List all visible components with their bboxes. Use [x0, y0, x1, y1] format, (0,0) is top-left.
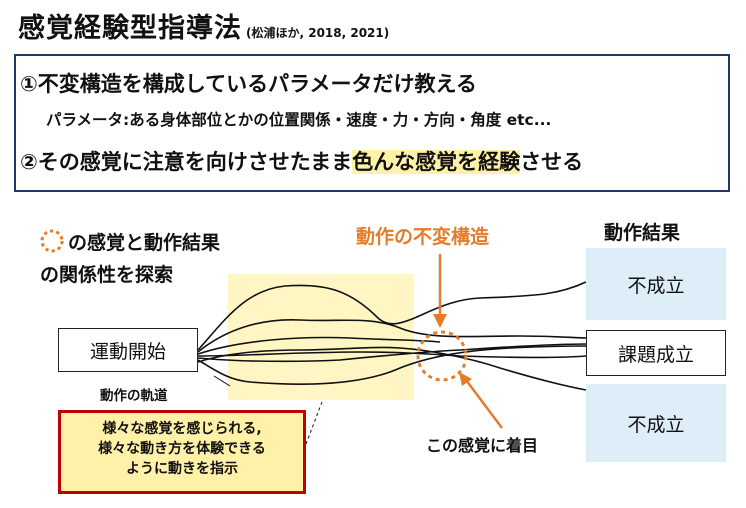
result-success-box: 課題成立: [586, 330, 726, 376]
trajectory-line-1: [197, 281, 587, 351]
title-reference: (松浦ほか, 2018, 2021): [246, 26, 390, 40]
principle-1: ①不変構造を構成しているパラメータだけ教える: [20, 72, 477, 96]
principle-2-before: ②その感覚に注意を向けさせたまま: [20, 150, 353, 174]
result-header: 動作結果: [604, 222, 681, 244]
principle-1-parameters: パラメータ:ある身体部位とかの位置関係・速度・力・方向・角度 etc...: [46, 111, 552, 129]
invariant-arrow-head: [433, 314, 447, 328]
instruction-line: 様々な動き方を体験できる: [98, 441, 266, 457]
sensation-marker-icon: [40, 229, 64, 253]
trajectory-label: 動作の軌道: [100, 388, 168, 404]
trajectory-line-5: [197, 343, 587, 363]
invariant-structure-label: 動作の不変構造: [356, 226, 490, 248]
trajectory-line-6: [197, 345, 587, 385]
focus-label: この感覚に着目: [426, 436, 539, 455]
focus-arrow: [465, 379, 503, 429]
principles-box: [14, 54, 730, 192]
focus-arrow-head: [459, 372, 472, 386]
principle-2-after: させる: [520, 150, 584, 174]
trajectory-pointer: [213, 375, 231, 387]
title-text: 感覚経験型指導法: [18, 13, 242, 44]
trajectory-line-7: [197, 346, 587, 391]
principle-2-highlight: 色んな感覚を経験: [352, 150, 521, 174]
start-box: 運動開始: [58, 328, 198, 372]
explore-label-line2: の関係性を探索: [40, 264, 174, 286]
instruction-line: ように動きを指示: [126, 461, 238, 477]
explore-label-line1: の感覚と動作結果: [68, 232, 221, 254]
instruction-box: 様々な感覚を感じられる, 様々な動き方を体験できる ように動きを指示: [58, 410, 306, 494]
instruction-line: 様々な感覚を感じられる,: [102, 421, 262, 437]
trajectory-line-3: [197, 336, 441, 355]
principle-2: ②その感覚に注意を向けさせたまま色んな感覚を経験させる: [20, 146, 583, 176]
instruction-pointer: [305, 401, 323, 445]
result-bottom-box: 不成立: [586, 384, 726, 462]
trajectory-line-2: [197, 318, 587, 353]
result-top-box: 不成立: [586, 248, 726, 320]
focus-circle: [416, 330, 468, 382]
page-title: 感覚経験型指導法 (松浦ほか, 2018, 2021): [18, 6, 389, 45]
